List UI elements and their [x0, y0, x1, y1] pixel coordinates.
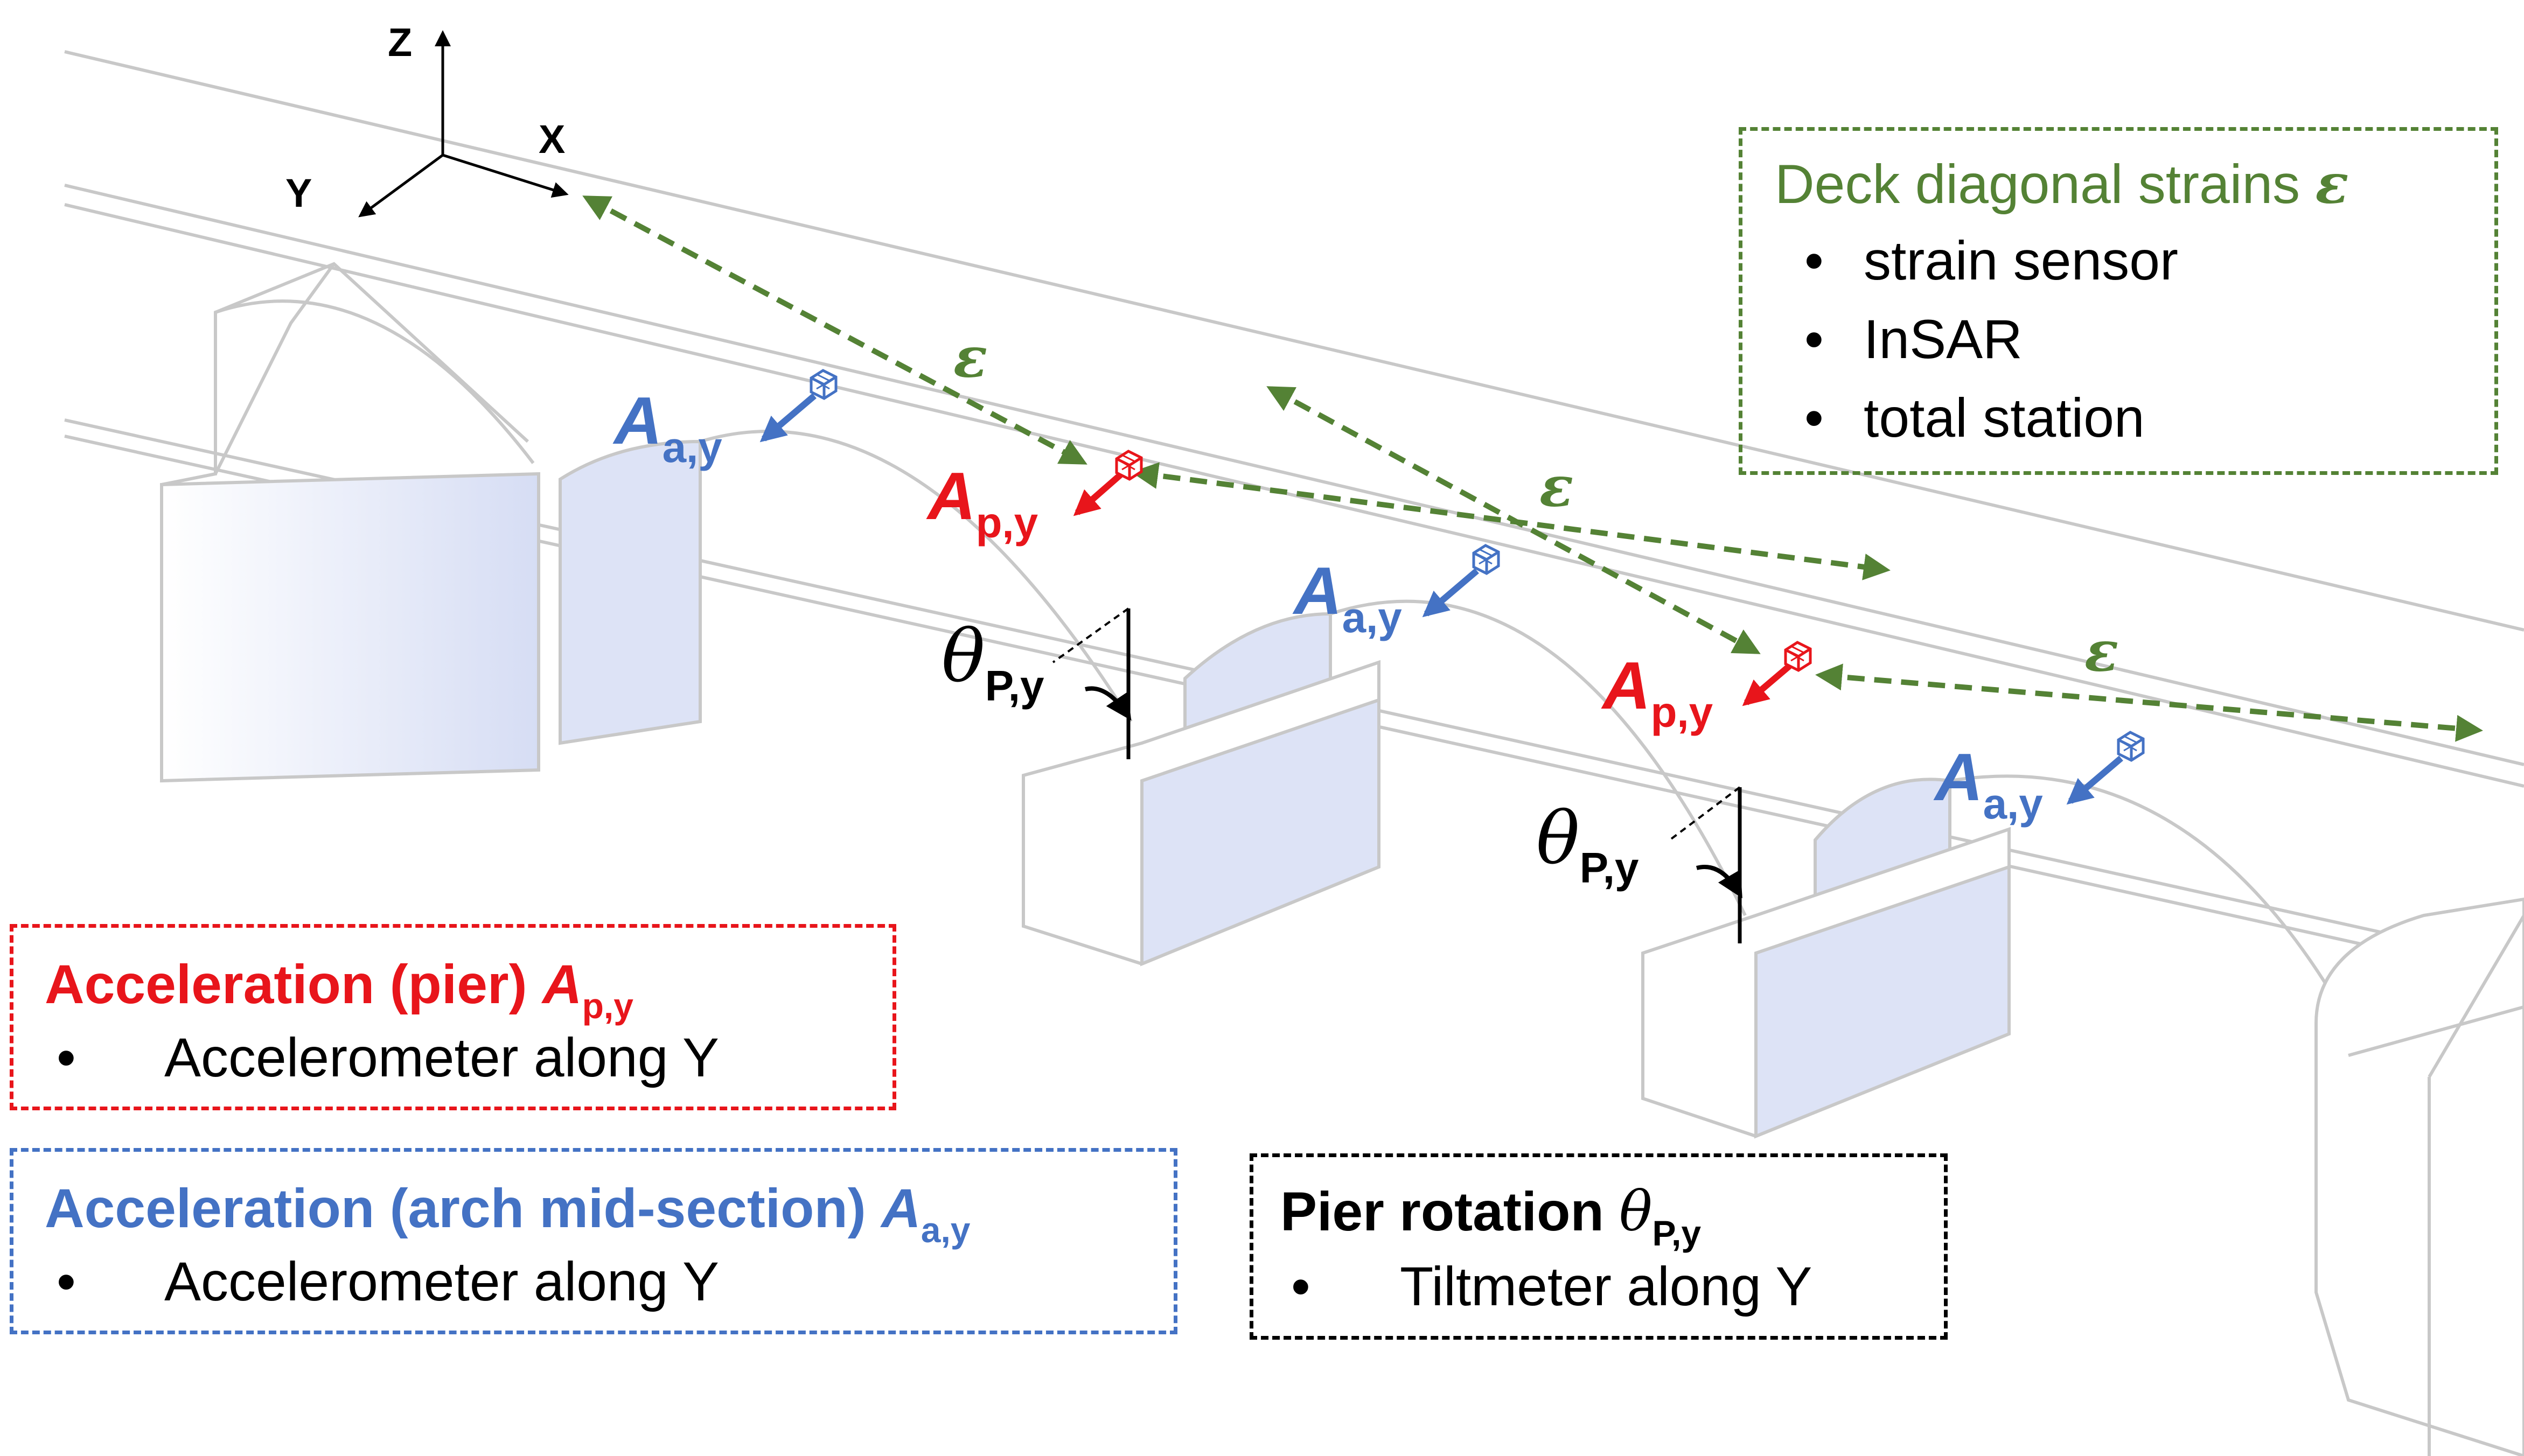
sensor-cube-icon	[1474, 545, 1498, 573]
acc-symbol: A	[614, 384, 663, 458]
legend-item: •Accelerometer along Y	[57, 1251, 720, 1312]
pier-acc-label: Ap,y	[1602, 653, 1713, 734]
legend-item: •Tiltmeter along Y	[1291, 1256, 1812, 1317]
acc-subscript: a,y	[1342, 593, 1402, 641]
arch-accelerometers	[759, 370, 2143, 805]
pier-rotation-label: θP,y	[1536, 802, 1638, 890]
legend-pier-title: Acceleration (pier) Ap,y	[45, 954, 633, 1026]
legend-rotation-title: Pier rotation θP,y	[1280, 1180, 1702, 1253]
acc-subscript: a,y	[1983, 780, 2043, 828]
arrow-icon	[2066, 755, 2123, 805]
legend-pier-rotation: Pier rotation θP,y •Tiltmeter along Y	[1250, 1153, 1948, 1340]
arrow-icon	[1422, 568, 1479, 618]
acc-symbol: A	[928, 459, 976, 534]
pier-rotation-label: θP,y	[942, 620, 1044, 708]
sensor-cube-icon	[2118, 732, 2143, 760]
pier-bases	[1022, 660, 2011, 1139]
arrow-icon	[1742, 663, 1791, 706]
acc-symbol: A	[1935, 740, 1983, 815]
strain-label: ε	[2084, 618, 2119, 684]
pier-acc-label: Ap,y	[928, 463, 1038, 544]
theta-symbol: θ	[1536, 796, 1580, 880]
sensor-cube-icon	[811, 370, 836, 398]
acc-subscript: p,y	[1650, 688, 1713, 736]
strain-label: ε	[953, 324, 988, 390]
acc-symbol: A	[1294, 554, 1342, 628]
tilt-marks	[1052, 607, 1742, 943]
legend-arch-acceleration: Acceleration (arch mid-section) Aa,y •Ac…	[10, 1148, 1177, 1334]
coordinate-axes	[358, 30, 569, 218]
left-abutment	[160, 262, 540, 783]
acc-subscript: a,y	[662, 423, 722, 471]
arch-acc-label: Aa,y	[614, 388, 722, 469]
strain-label: ε	[1539, 453, 1574, 520]
legend-item: •total station	[1804, 387, 2145, 449]
legend-deck-strains: Deck diagonal strains ε •strain sensor •…	[1739, 127, 2498, 475]
legend-item: •InSAR	[1804, 309, 2023, 370]
acc-symbol: A	[1602, 649, 1651, 723]
right-abutment	[2314, 897, 2524, 1456]
legend-item: •Accelerometer along Y	[57, 1027, 720, 1088]
strain-arrows	[582, 195, 2483, 742]
arrow-icon	[1073, 472, 1122, 516]
pier-accelerometers	[1073, 451, 1810, 706]
axis-label-y: Y	[285, 171, 312, 215]
arch-acc-label: Aa,y	[1935, 744, 2043, 825]
legend-pier-acceleration: Acceleration (pier) Ap,y •Accelerometer …	[10, 924, 896, 1110]
legend-deck-title: Deck diagonal strains ε	[1775, 152, 2349, 216]
theta-symbol: θ	[942, 614, 985, 698]
legend-arch-title: Acceleration (arch mid-section) Aa,y	[45, 1178, 971, 1250]
axis-label-x: X	[539, 117, 566, 162]
arch-acc-label: Aa,y	[1294, 558, 1402, 639]
theta-subscript: P,y	[1579, 844, 1639, 892]
arrow-icon	[759, 393, 817, 443]
acc-subscript: p,y	[975, 499, 1038, 547]
theta-subscript: P,y	[985, 662, 1044, 710]
axis-label-z: Z	[388, 20, 413, 65]
legend-item: •strain sensor	[1804, 230, 2178, 291]
